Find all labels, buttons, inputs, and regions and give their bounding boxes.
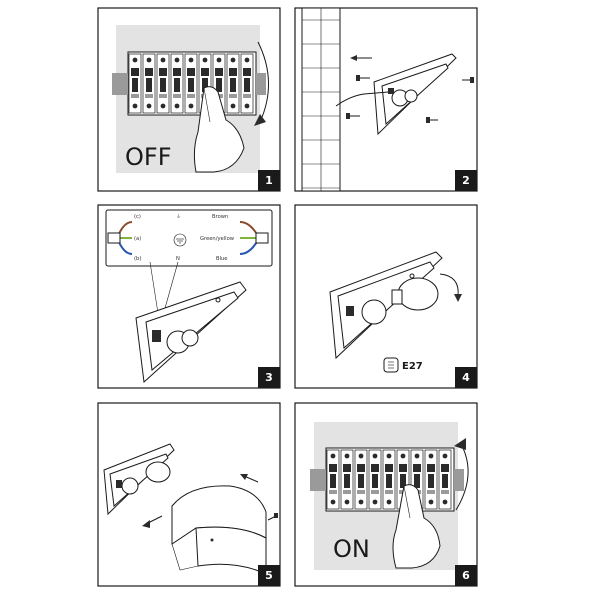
screw-icon [346, 75, 474, 123]
wire-label-brown: Brown [212, 214, 228, 220]
ground-icon [173, 233, 187, 247]
breaker-switch [340, 449, 354, 510]
step-number-3: 3 [265, 371, 273, 384]
e27-badge: E27 [383, 357, 423, 373]
step-number-2: 2 [462, 174, 470, 187]
step-number-4: 4 [462, 371, 470, 384]
screw-in-arrow [439, 273, 459, 297]
breaker-panel [310, 447, 464, 512]
wall-lamp-base [135, 281, 247, 384]
breaker-switch [128, 53, 142, 114]
bulb-type-label: E27 [402, 361, 423, 372]
lamp-cover [171, 485, 267, 575]
breaker-switch [226, 53, 240, 114]
arrow-head-icon [454, 438, 466, 450]
step-number-1: 1 [265, 174, 273, 187]
neutral-symbol: N [176, 256, 180, 262]
panel-3: (c) (a) (b) ⏚ N Brown Green/yellow Blue [97, 204, 281, 389]
breaker-switch [438, 449, 452, 510]
brick-wall [301, 7, 341, 192]
on-label: ON [333, 535, 370, 563]
wire-mark-b: (b) [134, 256, 141, 262]
light-bulb-icon [391, 277, 439, 311]
breaker-switch [184, 53, 198, 114]
breaker-switch [382, 449, 396, 510]
wiring-diagram: (c) (a) (b) ⏚ N Brown Green/yellow Blue [105, 209, 273, 267]
panel-1: OFF 1 [97, 7, 281, 192]
cable [335, 91, 389, 107]
breaker-switch [240, 53, 254, 114]
hand-icon [193, 86, 245, 173]
wire-mark-a: (a) [134, 236, 141, 242]
arrow-head-icon [254, 114, 266, 126]
hand-icon [392, 484, 441, 569]
step-number-5: 5 [265, 569, 273, 582]
step-number-6: 6 [462, 569, 470, 582]
breaker-switch [424, 449, 438, 510]
breaker-switch [142, 53, 156, 114]
rotate-arrow-clockwise [257, 41, 269, 123]
wall-lamp-base [103, 443, 175, 516]
panel-4: E27 4 [294, 204, 478, 389]
breaker-switch [326, 449, 340, 510]
breaker-switch [170, 53, 184, 114]
panel-6: ON 6 [294, 402, 478, 587]
ground-symbol: ⏚ [176, 213, 181, 220]
breaker-switch [368, 449, 382, 510]
breaker-switch [156, 53, 170, 114]
wire-label-blue: Blue [216, 256, 227, 262]
panel-2: 2 [294, 7, 478, 192]
wall-lamp-base [373, 53, 457, 136]
wire-label-green-yellow: Green/yellow [200, 236, 235, 242]
screw-icon [267, 513, 278, 521]
breaker-panel [112, 51, 266, 116]
off-label: OFF [125, 143, 172, 171]
breaker-switch [354, 449, 368, 510]
panel-5: 5 [97, 402, 281, 587]
wire-mark-c: (c) [134, 214, 141, 220]
